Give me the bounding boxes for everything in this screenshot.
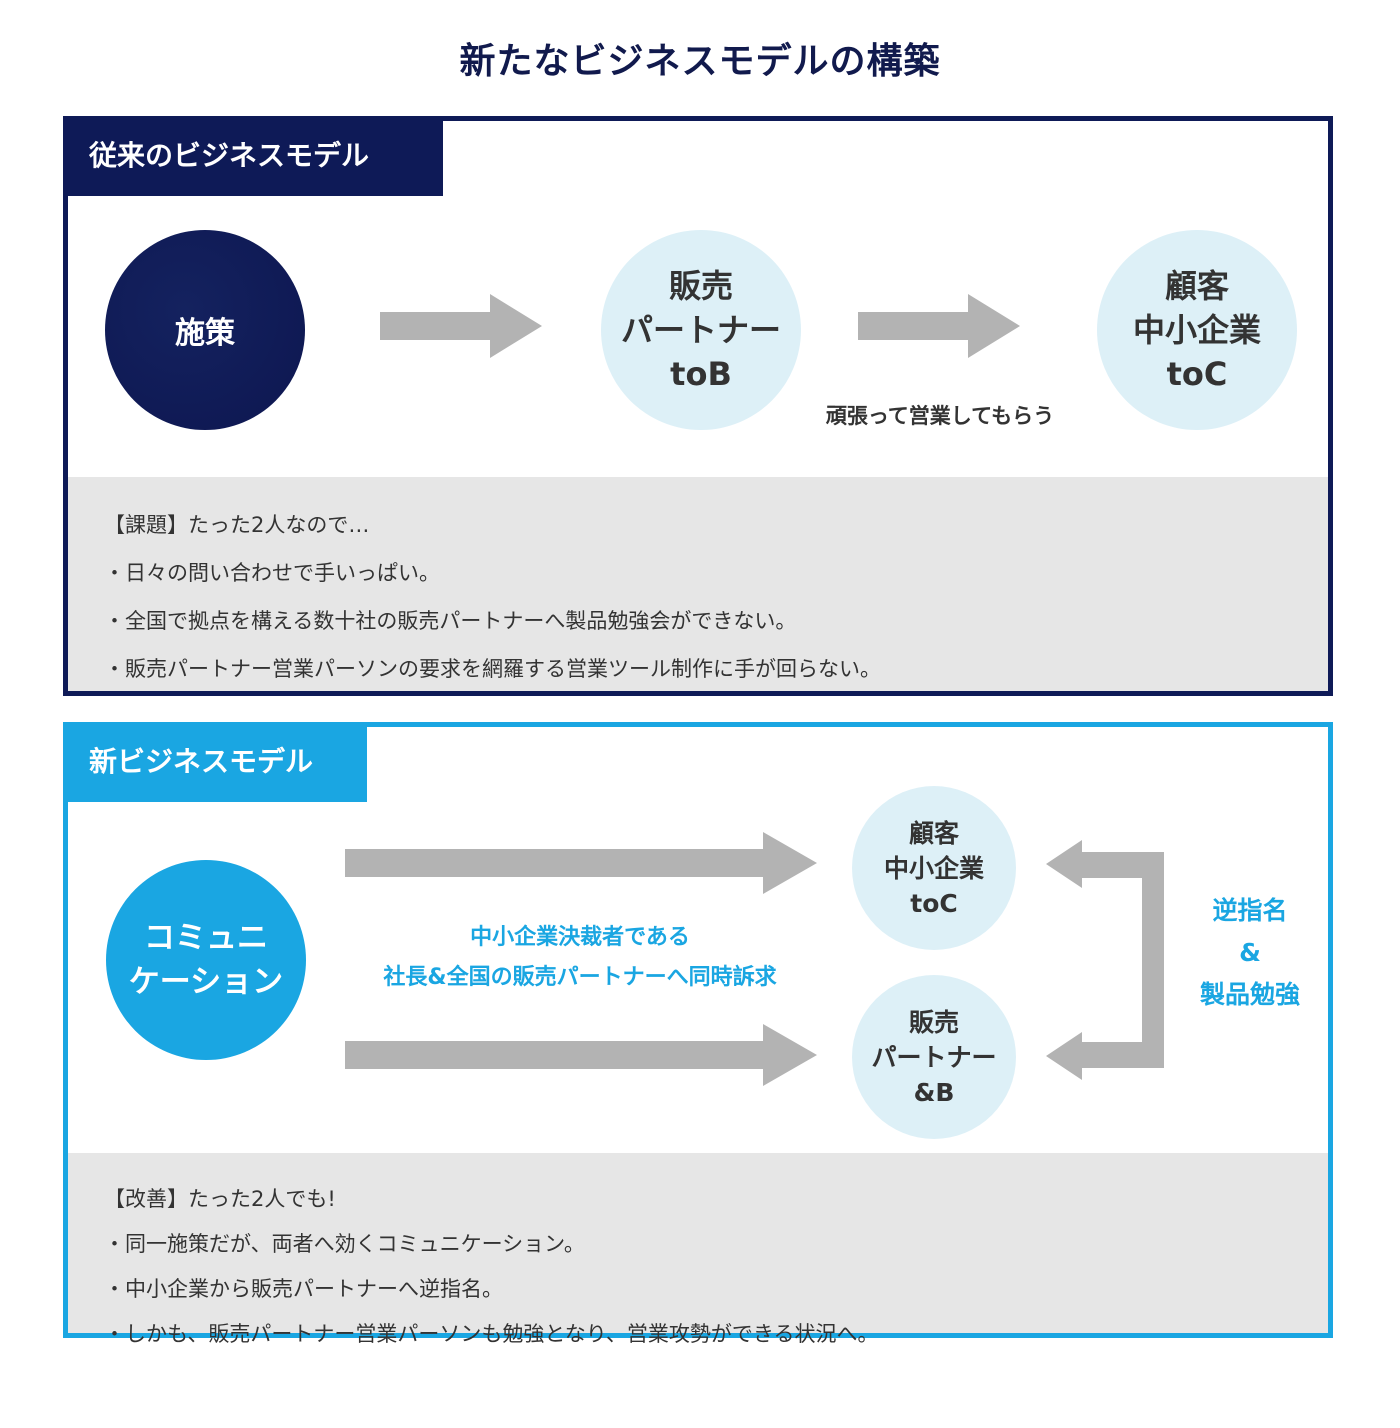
reverse-nomination-caption: 逆指名 & 製品勉強 xyxy=(1180,890,1320,1016)
reverse-line: 製品勉強 xyxy=(1199,980,1300,1009)
new-model-panel: 新ビジネスモデル 【改善】たった2人でも! ・同一施策だが、両者へ効くコミュニケ… xyxy=(63,722,1333,1346)
new-model-label: 新ビジネスモデル xyxy=(63,722,367,802)
partner-line: 販売 xyxy=(908,1007,959,1037)
customer-line: toC xyxy=(1166,355,1228,393)
partner-line: パートナー xyxy=(871,1042,997,1072)
partner-circle: 販売 パートナー &B xyxy=(852,975,1016,1139)
customer-line: 中小企業 xyxy=(883,853,984,883)
note-line: ・販売パートナー営業パーソンの要求を網羅する営業ツール制作に手が回らない。 xyxy=(104,657,881,681)
new-model-caption: 中小企業決裁者である 社長&全国の販売パートナーへ同時訴求 xyxy=(320,918,840,998)
old-model-label: 従来のビジネスモデル xyxy=(63,116,443,196)
customer-line: 顧客 xyxy=(1164,267,1229,305)
arrow-right-icon xyxy=(345,1024,817,1086)
arrow-right-icon xyxy=(380,294,542,358)
partner-circle: 販売 パートナー toB xyxy=(601,230,801,430)
arrow-right-icon xyxy=(858,294,1020,358)
page-title: 新たなビジネスモデルの構築 xyxy=(459,41,941,82)
partner-line: &B xyxy=(913,1077,955,1107)
measure-circle: 施策 xyxy=(105,230,305,430)
partner-line: パートナー xyxy=(620,311,781,349)
note-line: ・全国で拠点を構える数十社の販売パートナーへ製品勉強会ができない。 xyxy=(104,609,797,633)
partner-line: 販売 xyxy=(668,267,733,305)
old-model-caption: 頑張って営業してもらう xyxy=(825,404,1055,428)
customer-line: 中小企業 xyxy=(1132,311,1261,349)
partner-line: toB xyxy=(670,355,732,393)
communication-circle: コミュニ ケーション xyxy=(106,860,306,1060)
customer-circle: 顧客 中小企業 toC xyxy=(852,786,1016,950)
customer-circle: 顧客 中小企業 toC xyxy=(1097,230,1297,430)
customer-line: 顧客 xyxy=(908,818,959,848)
old-model-panel: 従来のビジネスモデル 【課題】たった2人なので… ・日々の問い合わせで手いっぱい… xyxy=(63,116,1333,696)
bracket-arrow-icon xyxy=(1046,840,1164,1080)
arrow-right-icon xyxy=(345,832,817,894)
old-model-notes: 【課題】たった2人なので… ・日々の問い合わせで手いっぱい。 ・全国で拠点を構え… xyxy=(68,477,1328,691)
note-line: 【改善】たった2人でも! xyxy=(104,1187,336,1211)
caption-line: 社長&全国の販売パートナーへ同時訴求 xyxy=(383,965,777,990)
reverse-line: & xyxy=(1239,938,1261,967)
note-line: ・日々の問い合わせで手いっぱい。 xyxy=(104,561,440,585)
reverse-line: 逆指名 xyxy=(1212,896,1288,925)
communication-line: ケーション xyxy=(128,964,284,1000)
new-model-notes: 【改善】たった2人でも! ・同一施策だが、両者へ効くコミュニケーション。 ・中小… xyxy=(68,1153,1328,1346)
note-line: ・しかも、販売パートナー営業パーソンも勉強となり、営業攻勢ができる状況へ。 xyxy=(104,1322,879,1346)
note-line: ・同一施策だが、両者へ効くコミュニケーション。 xyxy=(104,1232,585,1256)
note-line: 【課題】たった2人なので… xyxy=(104,513,370,537)
note-line: ・中小企業から販売パートナーへ逆指名。 xyxy=(104,1277,503,1301)
customer-line: toC xyxy=(910,888,958,918)
communication-line: コミュニ xyxy=(144,920,268,956)
measure-label: 施策 xyxy=(175,316,235,351)
caption-line: 中小企業決裁者である xyxy=(470,925,690,950)
